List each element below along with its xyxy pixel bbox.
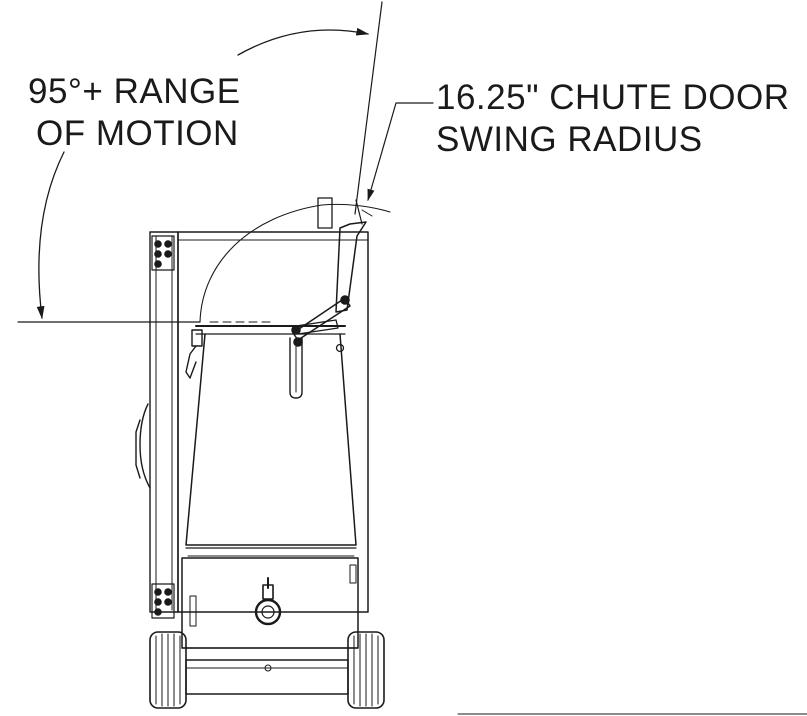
leader-line — [368, 103, 433, 202]
chute-door-linkage — [290, 198, 372, 398]
range-arc-lower — [36, 152, 64, 320]
tapered-chute — [186, 334, 356, 545]
left-hopper-latch — [186, 330, 202, 378]
axle-frame — [186, 660, 348, 694]
right-wheel — [348, 632, 384, 708]
drain-knob — [256, 578, 280, 624]
range-of-motion-label-line2: OF MOTION — [36, 114, 239, 153]
swing-radius-arc — [200, 204, 390, 322]
range-of-motion-label-line1: 95°+ RANGE — [28, 72, 241, 111]
range-of-motion-dimension — [18, 2, 382, 322]
collection-box — [182, 558, 358, 648]
door-latch-handle — [136, 404, 150, 488]
top-hinge — [152, 236, 174, 270]
swing-radius-label-line2: SWING RADIUS — [436, 120, 703, 159]
slotted-guide — [290, 338, 302, 398]
swing-radius-label-line1: 16.25" CHUTE DOOR — [436, 78, 790, 117]
range-arc-upper — [238, 27, 370, 55]
open-chute-door — [336, 222, 366, 312]
side-door-panel — [150, 232, 178, 612]
bottom-hinge — [152, 584, 174, 618]
swing-radius-leader — [200, 103, 433, 322]
main-cabinet — [178, 232, 368, 612]
machine-body — [136, 198, 372, 648]
left-wheel — [150, 632, 186, 708]
open-door-extension-line — [355, 2, 382, 214]
